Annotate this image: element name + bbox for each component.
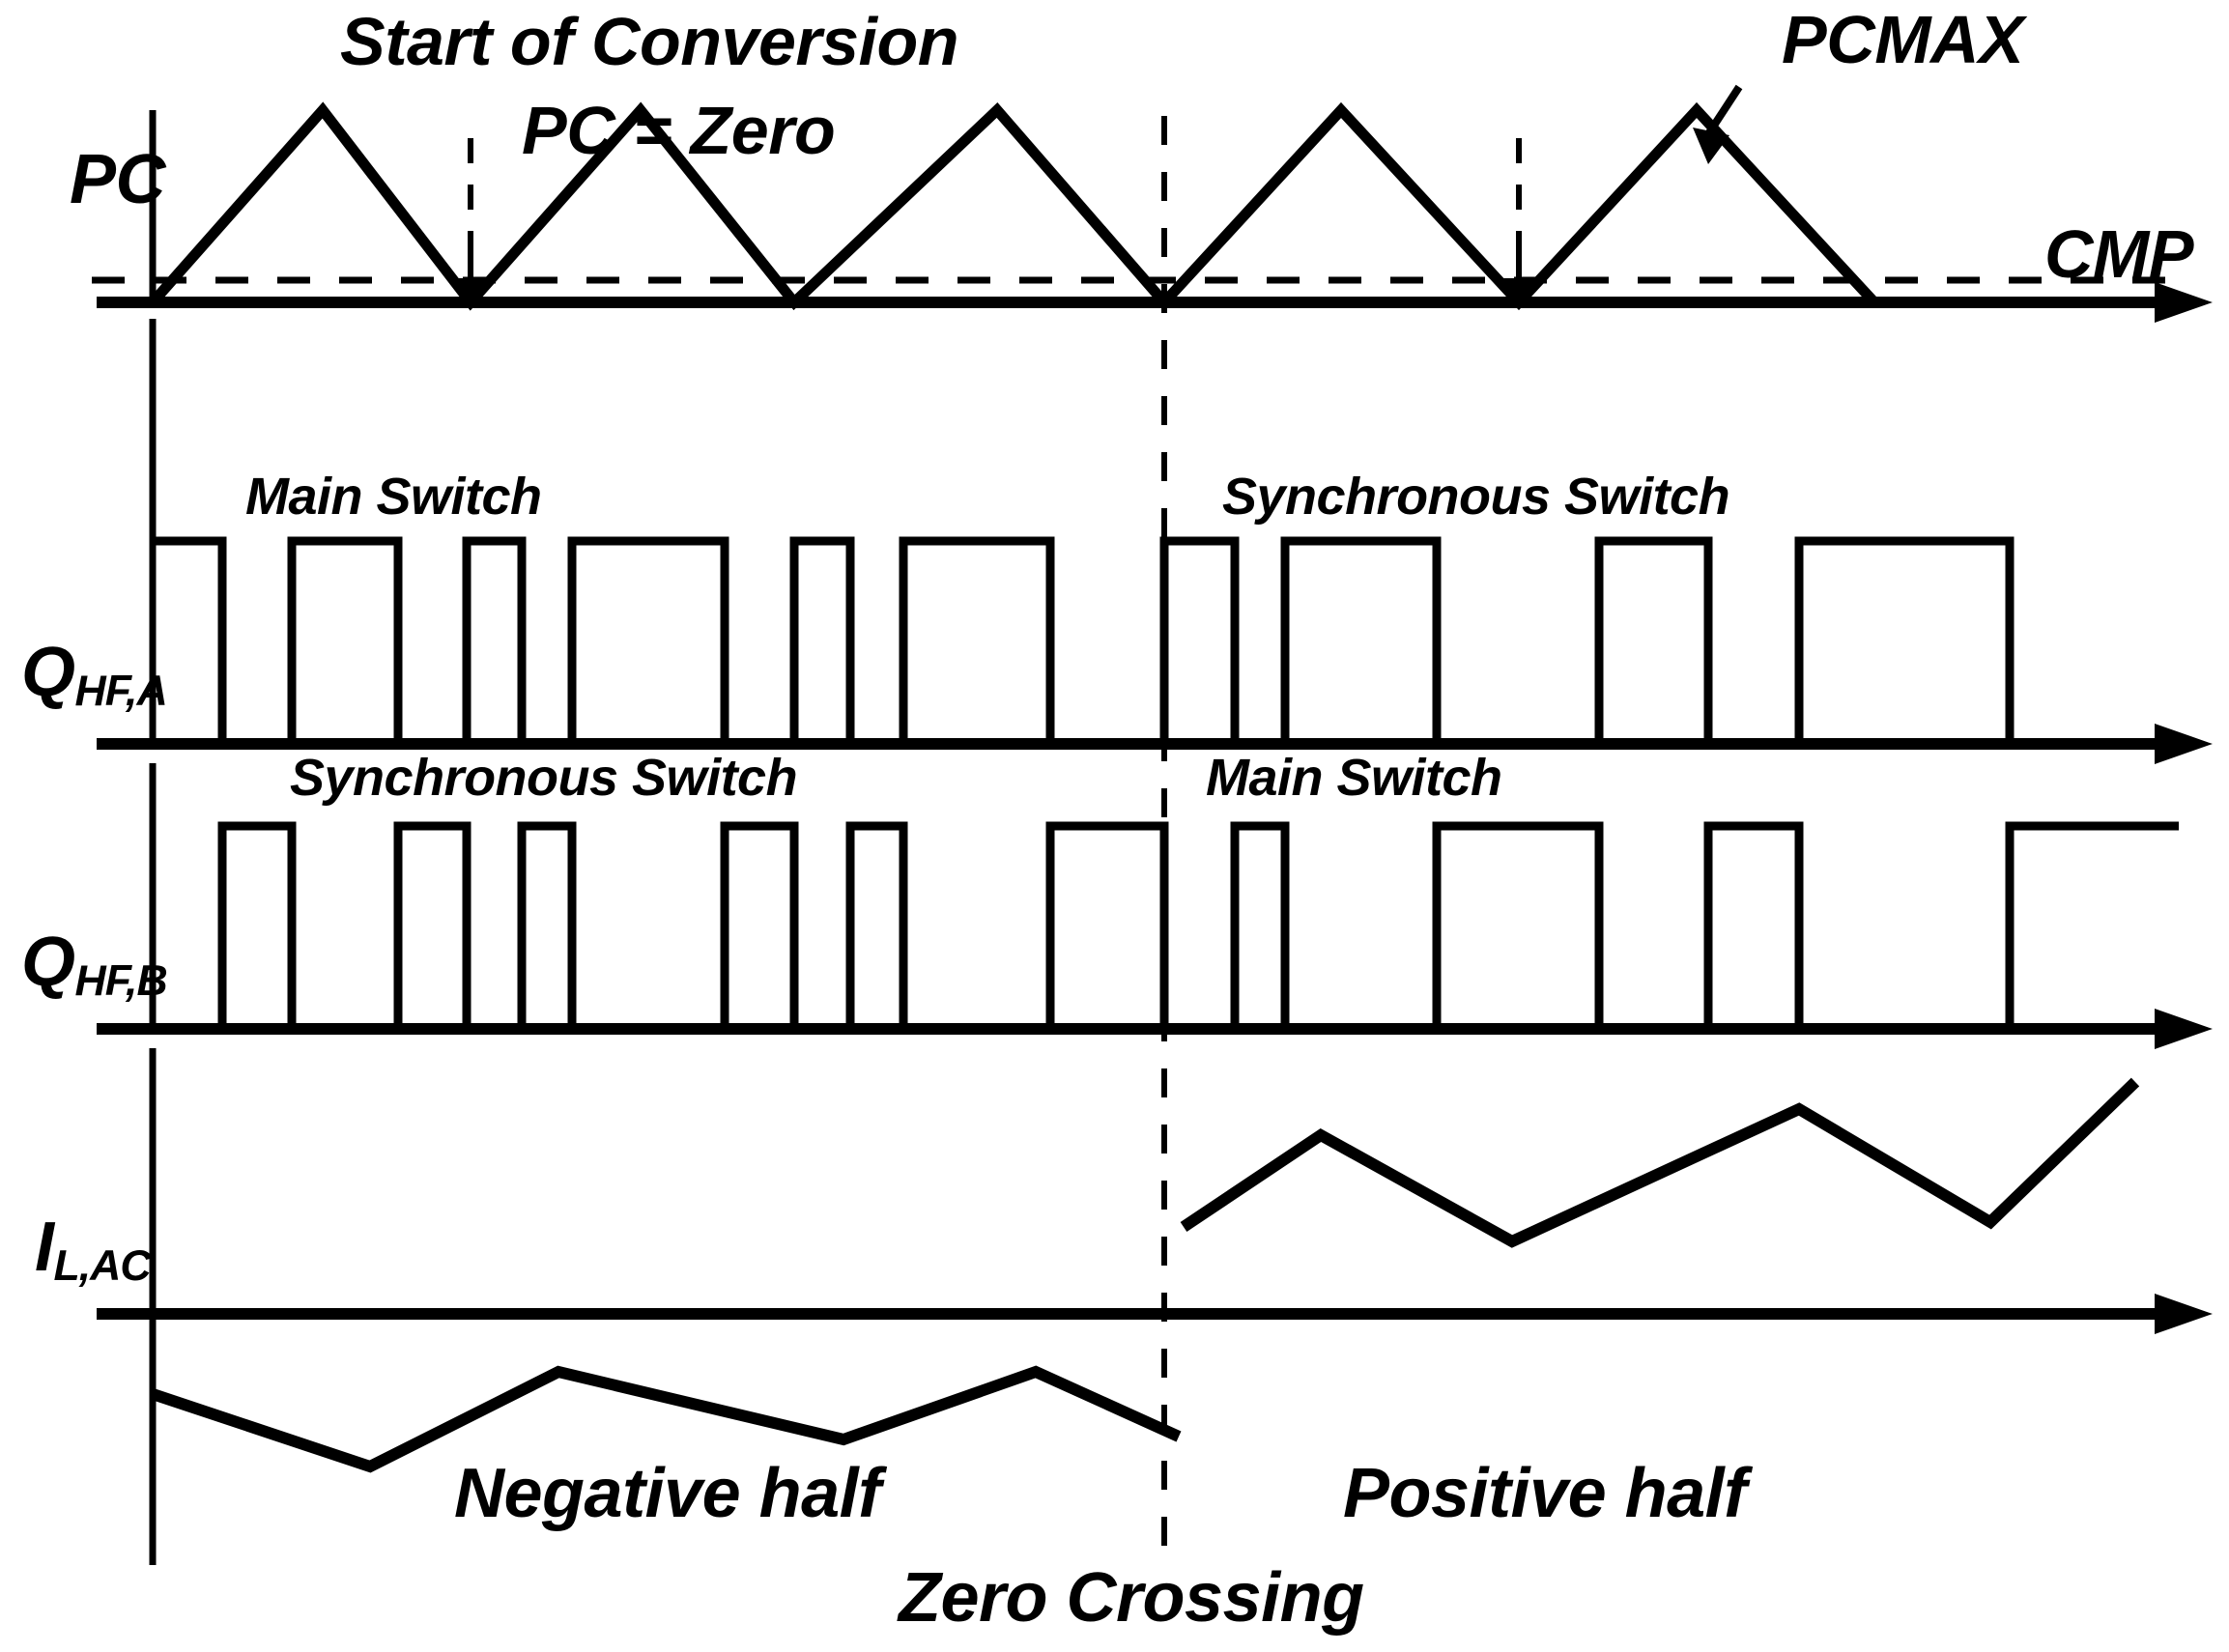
annotation-pcmax: PCMAX [1782,2,2024,77]
signal-label-pc: PC [70,145,166,214]
pc-carrier-waveform [148,101,1879,311]
signal-label-qhfa: QHF,A [21,638,168,713]
soc-arrowhead-2 [1503,278,1534,309]
switch-label-qhfa-right: Synchronous Switch [1222,468,1730,526]
qhfb-x-axis-arrowhead [2155,1009,2213,1049]
qhfb-pulse-train [153,821,2179,1034]
start-of-conversion-marker-1 [455,138,486,309]
signal-label-ilac-sub: L,AC [53,1241,152,1290]
pcmax-leader-arrow [1693,84,1743,164]
ilac-negative-half-waveform [151,1365,1182,1473]
pc-row [92,84,2213,323]
ilac-row [97,1048,2213,1565]
switch-label-qhfa-left: Main Switch [245,468,542,526]
pcmax-arrowhead [1693,128,1729,164]
qhfb-row [97,763,2213,1049]
signal-label-ilac-base: I [35,1209,54,1286]
signal-label-pc-text: PC [70,141,166,218]
qhfa-x-axis-arrowhead [2155,724,2213,764]
soc-arrowhead-1 [455,278,486,309]
label-positive-half: Positive half [1343,1455,1747,1532]
pc-x-axis-arrowhead [2155,282,2213,323]
label-negative-half: Negative half [454,1455,881,1532]
annotation-pc-zero: PC = Zero [522,93,836,168]
start-of-conversion-marker-2 [1503,138,1534,309]
signal-label-qhfb-base: Q [21,924,75,1001]
switch-label-qhfb-right: Main Switch [1206,749,1502,807]
signal-label-qhfa-sub: HF,A [74,667,168,715]
signal-label-qhfa-base: Q [21,634,75,711]
signal-label-qhfb-sub: HF,B [74,956,168,1005]
signal-label-ilac: IL,AC [35,1212,152,1288]
qhfa-pulse-train [153,536,2015,749]
annotation-cmp: CMP [2044,216,2194,292]
annotation-start-of-conversion: Start of Conversion [340,4,959,79]
label-zero-crossing: Zero Crossing [899,1559,1364,1637]
ilac-positive-half-waveform [1180,1077,2140,1248]
signal-label-qhfb: QHF,B [21,927,168,1003]
qhfa-row [97,319,2213,764]
ilac-x-axis-arrowhead [2155,1294,2213,1334]
switch-label-qhfb-left: Synchronous Switch [290,749,798,807]
